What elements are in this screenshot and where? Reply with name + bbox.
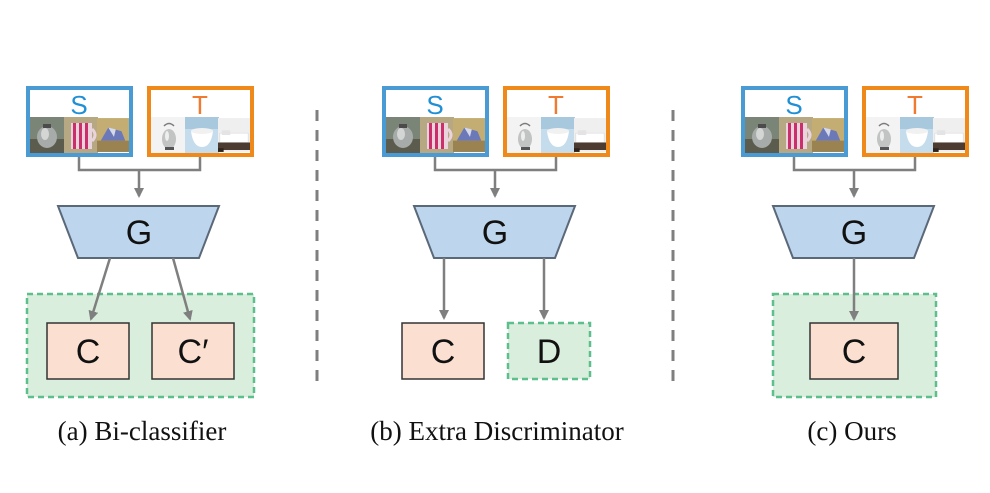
panel-ours: S T G C (c) Ours (741, 86, 969, 446)
shoe-image (453, 118, 485, 152)
source-domain-box: S (26, 86, 133, 157)
mug-image (64, 117, 98, 153)
shoe-image (97, 118, 129, 152)
classifier-block: C (809, 322, 899, 380)
kettle-image (866, 117, 900, 153)
discriminator-label: D (537, 333, 562, 371)
target-domain-box: T (862, 86, 969, 157)
source-label: S (70, 90, 87, 120)
classifier-prime-block: C′ (151, 322, 235, 380)
merge-arrow (433, 157, 558, 196)
target-domain-box: T (147, 86, 254, 157)
merge-arrow (792, 157, 917, 196)
generator-to-classifier-prime-arrow (171, 257, 193, 321)
panel-extra-discriminator: S T G C D (b) Extra Discriminator (370, 86, 624, 446)
generator-label: G (126, 214, 152, 252)
generator-label: G (841, 214, 867, 252)
kettle-image (507, 117, 541, 153)
generator-block: G (56, 205, 221, 259)
classifier-prime-label: C′ (178, 333, 209, 371)
bed-image (933, 117, 965, 153)
cup-image (900, 117, 934, 153)
target-domain-box: T (503, 86, 610, 157)
classifier-block: C (46, 322, 130, 380)
source-label: S (426, 90, 443, 120)
bed-image (218, 117, 250, 153)
discriminator-block: D (506, 321, 592, 381)
source-domain-box: S (741, 86, 848, 157)
caption-b: (b) Extra Discriminator (370, 416, 623, 446)
generator-to-classifier-arrow (88, 257, 112, 321)
classifier-block: C (401, 322, 485, 380)
caption-a: (a) Bi-classifier (58, 416, 227, 446)
cup-image (185, 117, 219, 153)
target-label: T (548, 90, 564, 120)
panel-bi-classifier: S T G C C′ (a) Bi-classifier (25, 86, 256, 446)
merge-arrow (77, 157, 202, 196)
generator-block: G (412, 205, 577, 259)
classifier-label: C (431, 333, 456, 371)
kettle-image (386, 117, 420, 153)
kettle-image (151, 117, 185, 153)
classifier-label: C (842, 333, 867, 371)
cup-image (541, 117, 575, 153)
mug-image (420, 117, 454, 153)
target-label: T (192, 90, 208, 120)
caption-c: (c) Ours (807, 416, 896, 446)
source-label: S (785, 90, 802, 120)
classifier-label: C (76, 333, 101, 371)
generator-label: G (482, 214, 508, 252)
target-label: T (907, 90, 923, 120)
mug-image (779, 117, 813, 153)
generator-block: G (771, 205, 936, 259)
source-domain-box: S (382, 86, 489, 157)
shoe-image (812, 118, 844, 152)
bed-image (574, 117, 606, 153)
kettle-image (30, 117, 64, 153)
kettle-image (745, 117, 779, 153)
